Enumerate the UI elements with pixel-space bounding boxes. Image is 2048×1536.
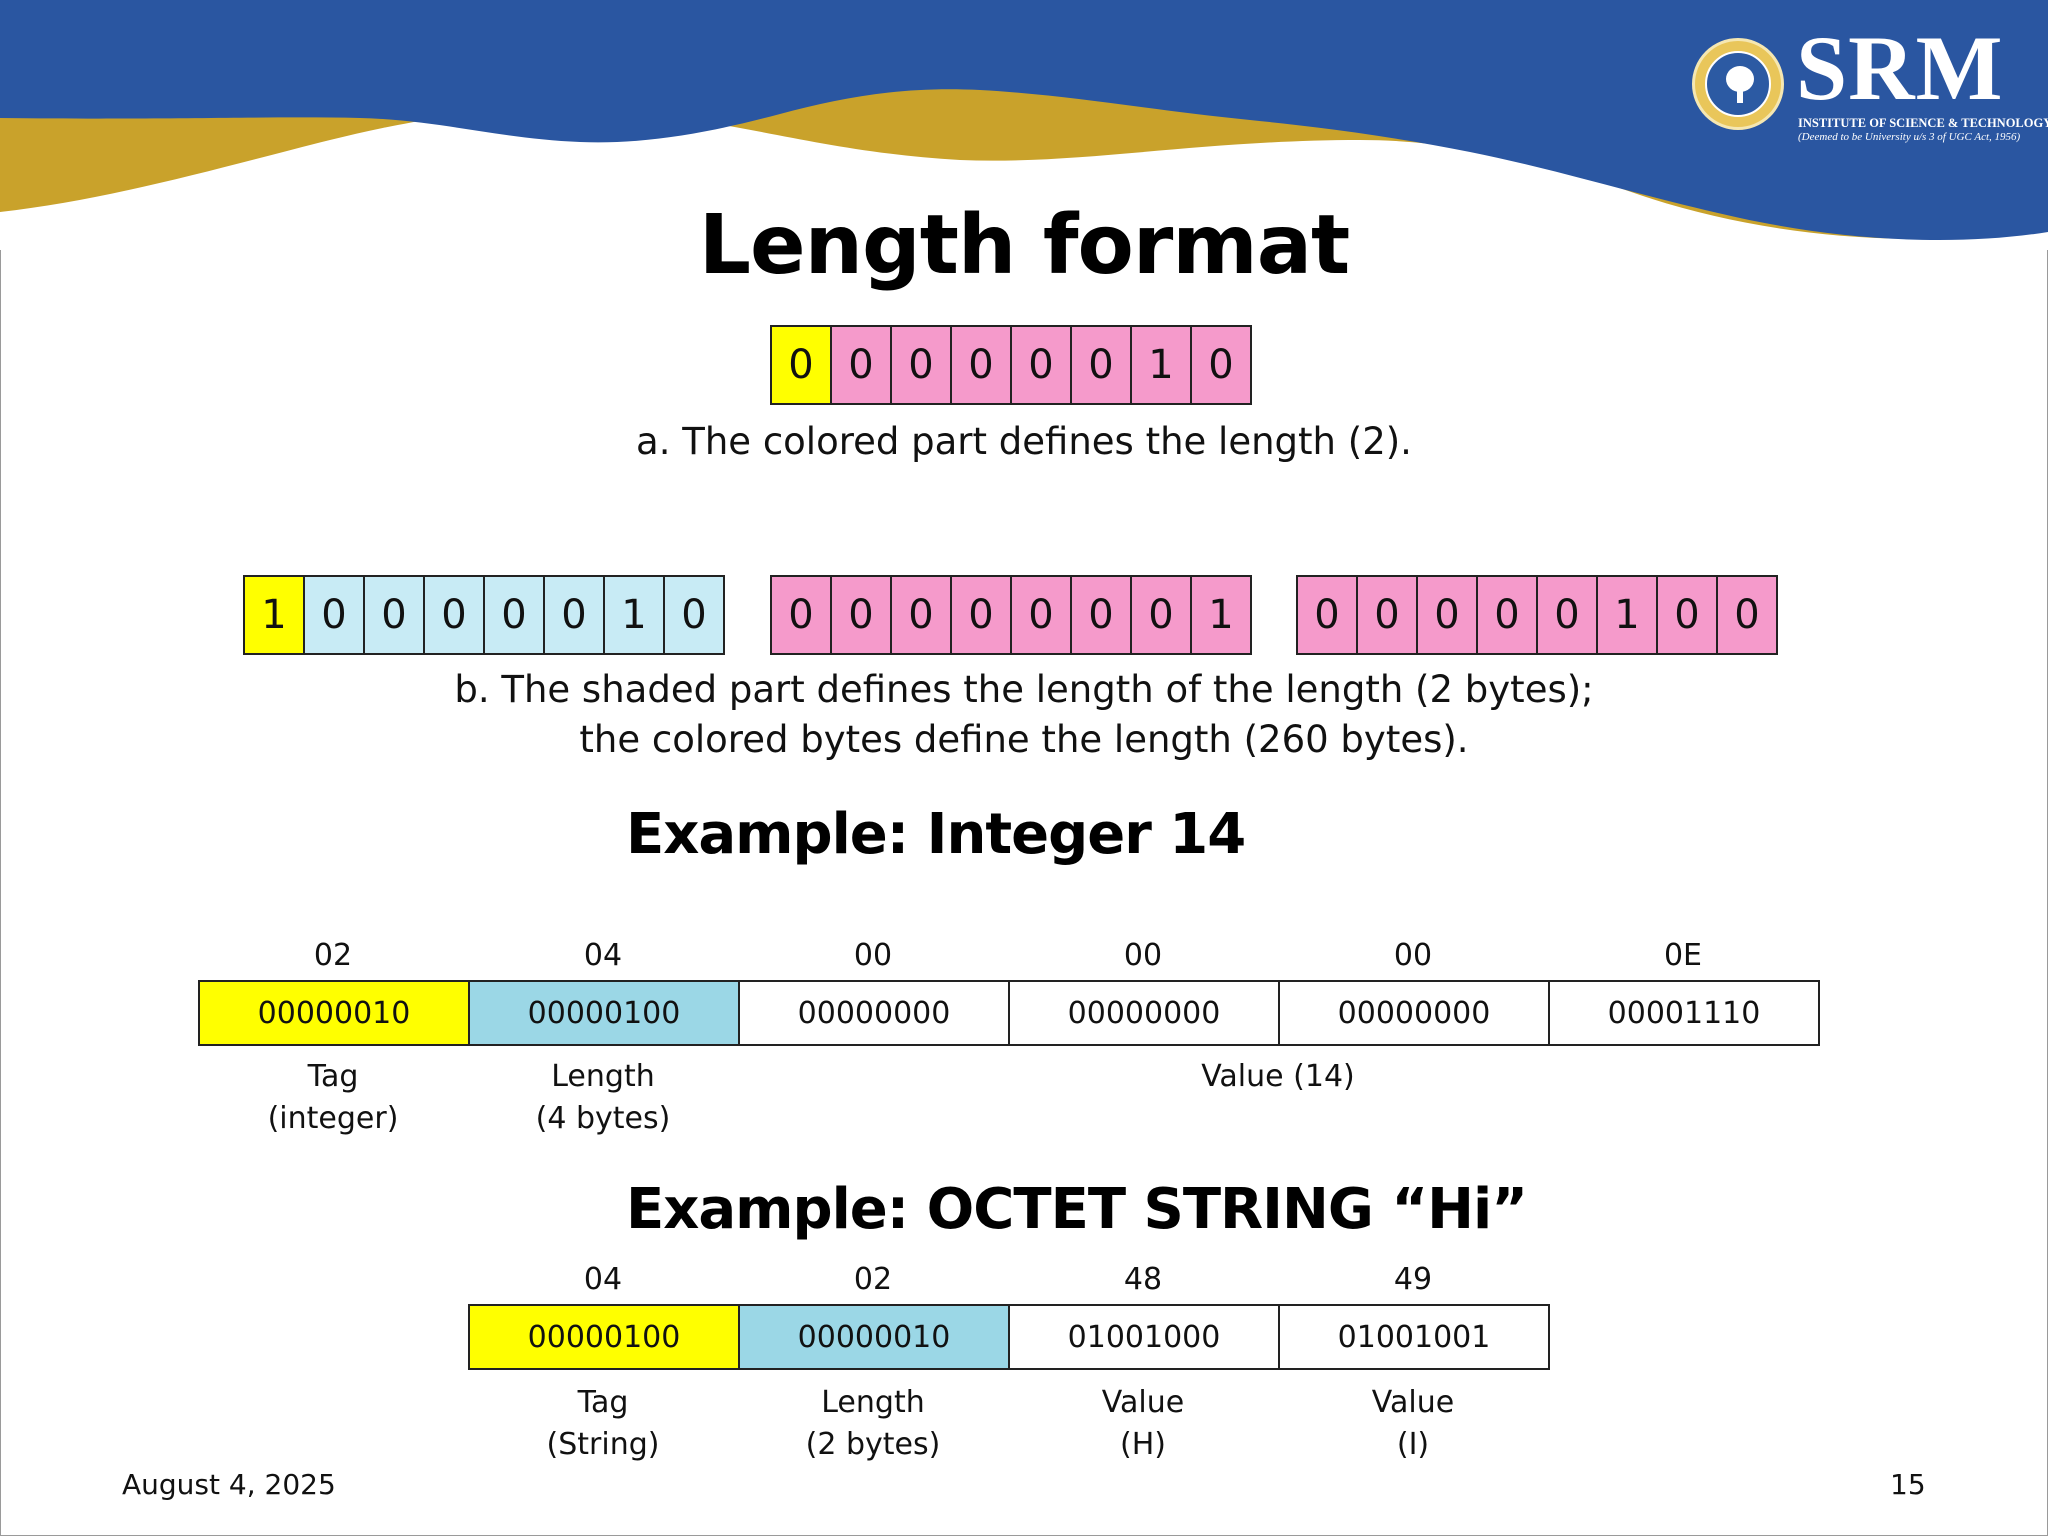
slide-title: Length format bbox=[698, 198, 1351, 293]
bit-cell: 0 bbox=[1192, 327, 1250, 403]
integer-length-label: Length(4 bytes) bbox=[535, 1059, 671, 1136]
bit-cell: 0 bbox=[425, 577, 485, 653]
value-byte-cell: 00001110 bbox=[1550, 982, 1818, 1044]
bit-cell: 0 bbox=[665, 577, 723, 653]
string-hex-row: 04 02 48 49 bbox=[468, 1262, 1548, 1297]
value-byte-cell: 00000000 bbox=[1010, 982, 1280, 1044]
bit-cell: 1 bbox=[1192, 577, 1250, 653]
logo-wordmark: SRM bbox=[1796, 17, 2004, 119]
string-value-i-label: Value(I) bbox=[1371, 1385, 1455, 1462]
hex-label: 49 bbox=[1393, 1262, 1433, 1297]
bit-cell: 0 bbox=[1718, 577, 1776, 653]
figure-a-byte: 0 0 0 0 0 0 1 0 bbox=[770, 325, 1252, 405]
bit-cell: 1 bbox=[1132, 327, 1192, 403]
bit-cell: 0 bbox=[952, 327, 1012, 403]
bit-cell: 0 bbox=[1538, 577, 1598, 653]
figure-a-caption: a. The colored part defines the length (… bbox=[636, 420, 1412, 463]
value-byte-cell: 01001000 bbox=[1010, 1306, 1280, 1368]
figure-b-byte-3: 0 0 0 0 0 1 0 0 bbox=[1296, 575, 1778, 655]
hex-label: 0E bbox=[1663, 938, 1703, 973]
figure-b-byte-1: 1 0 0 0 0 0 1 0 bbox=[243, 575, 725, 655]
bit-cell: 0 bbox=[305, 577, 365, 653]
string-tag-label: Tag(String) bbox=[546, 1385, 660, 1462]
value-byte-cell: 00000000 bbox=[740, 982, 1010, 1044]
value-byte-cell: 01001001 bbox=[1280, 1306, 1548, 1368]
logo-subtitle: INSTITUTE OF SCIENCE & TECHNOLOGY bbox=[1798, 116, 2048, 130]
bit-cell: 0 bbox=[1298, 577, 1358, 653]
bit-cell: 0 bbox=[1012, 327, 1072, 403]
integer-value-label: Value (14) bbox=[1201, 1059, 1355, 1094]
bit-cell: 0 bbox=[1072, 327, 1132, 403]
tag-byte-cell: 00000100 bbox=[470, 1306, 740, 1368]
bit-cell: 0 bbox=[772, 577, 832, 653]
value-byte-cell: 00000000 bbox=[1280, 982, 1550, 1044]
logo-tagline: (Deemed to be University u/s 3 of UGC Ac… bbox=[1798, 131, 2021, 143]
string-byte-row: 00000100 00000010 01001000 01001001 bbox=[468, 1304, 1550, 1370]
length-byte-cell: 00000010 bbox=[740, 1306, 1010, 1368]
page-number: 15 bbox=[1890, 1468, 1926, 1501]
integer-tag-label: Tag(integer) bbox=[267, 1059, 399, 1136]
bit-cell: 0 bbox=[892, 577, 952, 653]
hex-label: 04 bbox=[583, 1262, 623, 1297]
bit-cell: 0 bbox=[1358, 577, 1418, 653]
figure-b-caption-line-1: b. The shaded part defines the length of… bbox=[454, 668, 1594, 711]
bit-cell: 1 bbox=[605, 577, 665, 653]
srm-seal-icon bbox=[1692, 38, 1784, 130]
string-value-h-label: Value(H) bbox=[1101, 1385, 1185, 1462]
bit-cell: 0 bbox=[1478, 577, 1538, 653]
footer-date: August 4, 2025 bbox=[122, 1468, 336, 1501]
bit-cell: 0 bbox=[1658, 577, 1718, 653]
bit-cell: 0 bbox=[1072, 577, 1132, 653]
bit-cell: 0 bbox=[832, 577, 892, 653]
hex-label: 02 bbox=[313, 938, 353, 973]
integer-hex-row: 02 04 00 00 00 0E bbox=[198, 938, 1818, 973]
example-string-heading: Example: OCTET STRING “Hi” bbox=[626, 1177, 1528, 1242]
bit-cell: 0 bbox=[952, 577, 1012, 653]
srm-logo: SRM INSTITUTE OF SCIENCE & TECHNOLOGY (D… bbox=[1692, 22, 2048, 148]
tag-byte-cell: 00000010 bbox=[200, 982, 470, 1044]
bit-cell: 1 bbox=[245, 577, 305, 653]
hex-label: 04 bbox=[583, 938, 623, 973]
length-byte-cell: 00000100 bbox=[470, 982, 740, 1044]
integer-byte-row: 00000010 00000100 00000000 00000000 0000… bbox=[198, 980, 1820, 1046]
bit-cell: 0 bbox=[832, 327, 892, 403]
bit-cell: 0 bbox=[485, 577, 545, 653]
bit-cell: 0 bbox=[365, 577, 425, 653]
bit-cell: 0 bbox=[1132, 577, 1192, 653]
bit-cell: 0 bbox=[545, 577, 605, 653]
bit-cell: 0 bbox=[1418, 577, 1478, 653]
bit-cell: 1 bbox=[1598, 577, 1658, 653]
hex-label: 00 bbox=[1393, 938, 1433, 973]
hex-label: 00 bbox=[1123, 938, 1163, 973]
figure-b-byte-2: 0 0 0 0 0 0 0 1 bbox=[770, 575, 1252, 655]
hex-label: 48 bbox=[1123, 1262, 1163, 1297]
hex-label: 02 bbox=[853, 1262, 893, 1297]
figure-b-caption-line-2: the colored bytes define the length (260… bbox=[579, 718, 1469, 761]
bit-cell: 0 bbox=[772, 327, 832, 403]
header-wave-banner bbox=[0, 0, 2048, 250]
bit-cell: 0 bbox=[1012, 577, 1072, 653]
bit-cell: 0 bbox=[892, 327, 952, 403]
string-length-label: Length(2 bytes) bbox=[805, 1385, 941, 1462]
example-integer-heading: Example: Integer 14 bbox=[626, 802, 1246, 867]
hex-label: 00 bbox=[853, 938, 893, 973]
